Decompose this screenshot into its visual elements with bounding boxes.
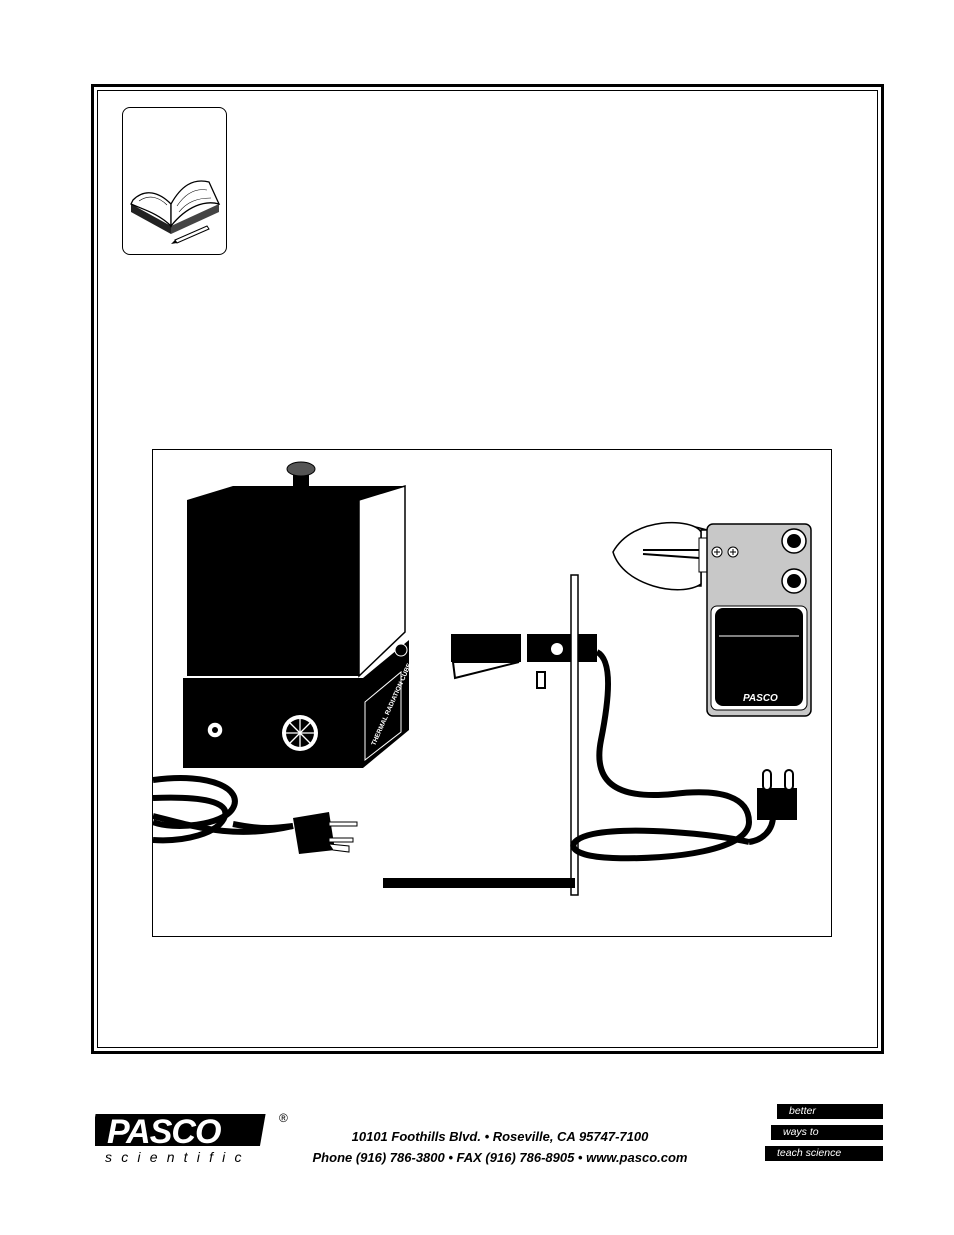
- sensor-brand-label: PASCO: [743, 693, 778, 704]
- power-plug: [293, 812, 358, 854]
- company-contact: 10101 Foothills Blvd. • Roseville, CA 95…: [300, 1126, 700, 1168]
- power-cord: [153, 775, 294, 844]
- open-book-icon: [130, 180, 221, 244]
- page-border-outer: [91, 84, 884, 1054]
- address-line: 10101 Foothills Blvd. • Roseville, CA 95…: [351, 1129, 649, 1144]
- tagline-better: better: [777, 1104, 883, 1119]
- tagline-ways-to: ways to: [771, 1125, 883, 1140]
- apparatus-illustration: THERMAL RADIATION CUBE: [152, 449, 832, 937]
- page-border-inner: [97, 90, 878, 1048]
- sensor-unit: PASCO: [706, 523, 812, 717]
- pasco-logo-text: PASCO: [107, 1113, 221, 1151]
- banana-plug-connector: [757, 769, 797, 820]
- registered-mark: ®: [279, 1111, 288, 1125]
- pasco-logo-subtext: scientific: [105, 1149, 251, 1165]
- slit-bracket: [451, 634, 597, 689]
- support-stand: [383, 574, 579, 896]
- tagline-teach-science: teach science: [765, 1146, 883, 1161]
- pasco-logo: PASCO ® scientific: [89, 1106, 295, 1166]
- light-bulb: [612, 521, 710, 591]
- contact-line: Phone (916) 786-3800 • FAX (916) 786-890…: [312, 1150, 688, 1165]
- manual-icon-box: [122, 107, 227, 255]
- radiation-cube: THERMAL RADIATION CUBE: [183, 461, 413, 768]
